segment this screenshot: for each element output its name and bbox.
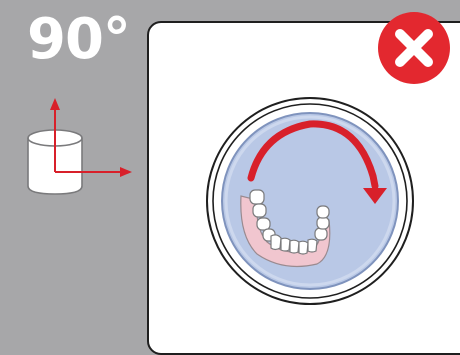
reject-x-icon — [378, 12, 450, 84]
angle-label: 90° — [27, 7, 131, 72]
denture-icon — [240, 189, 331, 268]
cylinder-axes-icon — [27, 98, 132, 195]
dish-diagram — [206, 97, 414, 305]
rotate-arrow-icon — [247, 120, 387, 204]
